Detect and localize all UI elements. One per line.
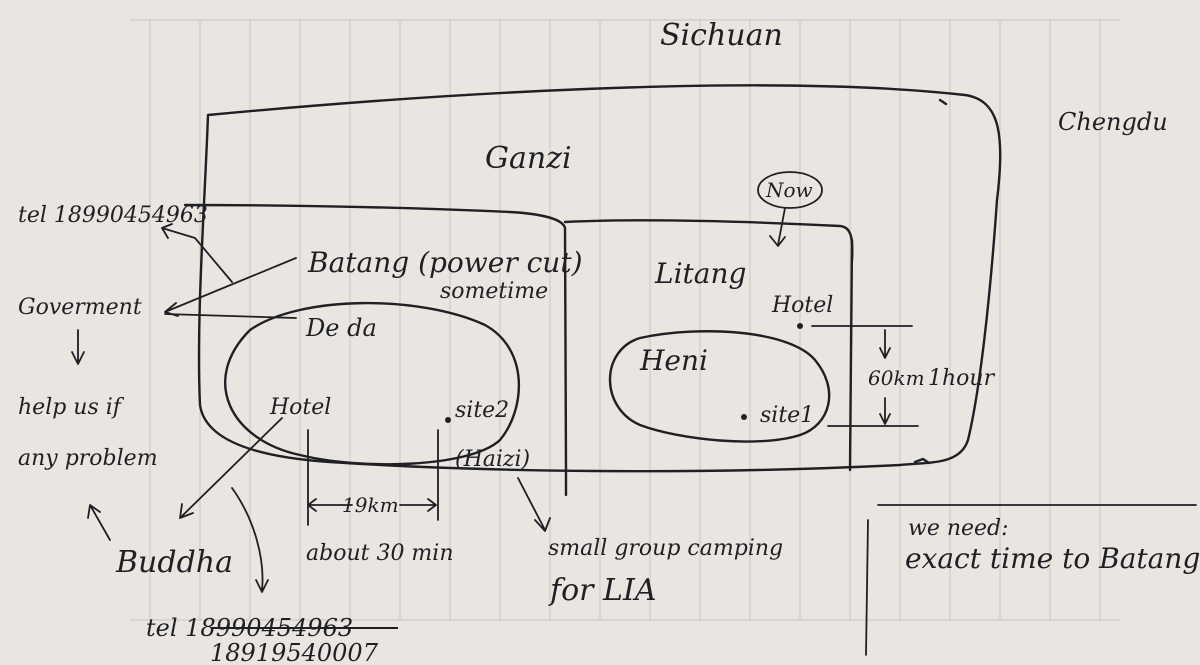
- hotel-to-buddha-arrow: [179, 417, 283, 519]
- deda-distance: 19km: [342, 493, 399, 517]
- paper-grid: [130, 19, 1120, 621]
- batang-litang-divider: [563, 226, 568, 497]
- city-label: Chengdu: [1058, 108, 1168, 136]
- province-label: Sichuan: [660, 18, 783, 53]
- camping-arrow: [517, 477, 551, 532]
- litang-boundary-top: [563, 219, 854, 262]
- batang-to-government-arrow: [164, 257, 297, 317]
- litang-hotel-label: Hotel: [771, 293, 833, 318]
- boundary-scribble: [913, 98, 948, 465]
- heni-measure-bottom: [827, 397, 919, 427]
- site2-label: site2: [455, 398, 509, 423]
- prefecture-label: Ganzi: [485, 141, 572, 176]
- deda-measure-ticks: [307, 429, 439, 526]
- heni-boundary: [608, 330, 831, 443]
- buddha-label: Buddha: [115, 545, 233, 580]
- batang-note: sometime: [440, 279, 548, 304]
- site1-dot: [741, 414, 747, 420]
- government-down-arrow: [71, 329, 85, 365]
- buddha-tel-arrow: [231, 487, 269, 593]
- batang-label: Batang (power cut): [307, 246, 583, 279]
- request-title: we need:: [908, 516, 1009, 541]
- help-line-1: help us if: [18, 395, 125, 420]
- ganzi-boundary: [197, 84, 1002, 473]
- tel-pointer-arrow: [161, 223, 233, 283]
- camping-line-2: for LIA: [548, 573, 656, 608]
- deda-to-government-arrow: [164, 313, 297, 319]
- now-label: Now: [765, 178, 813, 202]
- request-body: exact time to Batang: [905, 542, 1200, 575]
- help-line-2: any problem: [18, 446, 158, 471]
- heni-time: 1hour: [928, 366, 996, 391]
- now-arrow: [769, 207, 786, 247]
- haizi-label: (Haizi): [455, 447, 530, 472]
- buddha-to-help-arrow: [87, 504, 111, 541]
- litang-label: Litang: [654, 257, 746, 290]
- litang-boundary-right: [848, 238, 854, 472]
- government-tel: tel 18990454963: [18, 203, 208, 228]
- heni-measure-top: [811, 325, 913, 359]
- request-box: [865, 504, 1197, 656]
- heni-distance: 60km: [868, 366, 925, 390]
- government-label: Goverment: [18, 295, 142, 320]
- deda-measure-arrow: [307, 498, 437, 512]
- deda-hotel-label: Hotel: [269, 395, 331, 420]
- batang-boundary-top: [183, 203, 567, 230]
- litang-hotel-dot: [797, 323, 803, 329]
- deda-label: De da: [305, 314, 377, 342]
- deda-boundary: [223, 301, 521, 466]
- heni-label: Heni: [639, 344, 708, 377]
- site2-dot: [445, 417, 451, 423]
- camping-line-1: small group camping: [548, 536, 783, 561]
- now-bubble: [757, 171, 823, 209]
- deda-time: about 30 min: [306, 541, 454, 566]
- buddha-tel-corrected: 18919540007: [210, 639, 379, 665]
- site1-label: site1: [760, 403, 814, 428]
